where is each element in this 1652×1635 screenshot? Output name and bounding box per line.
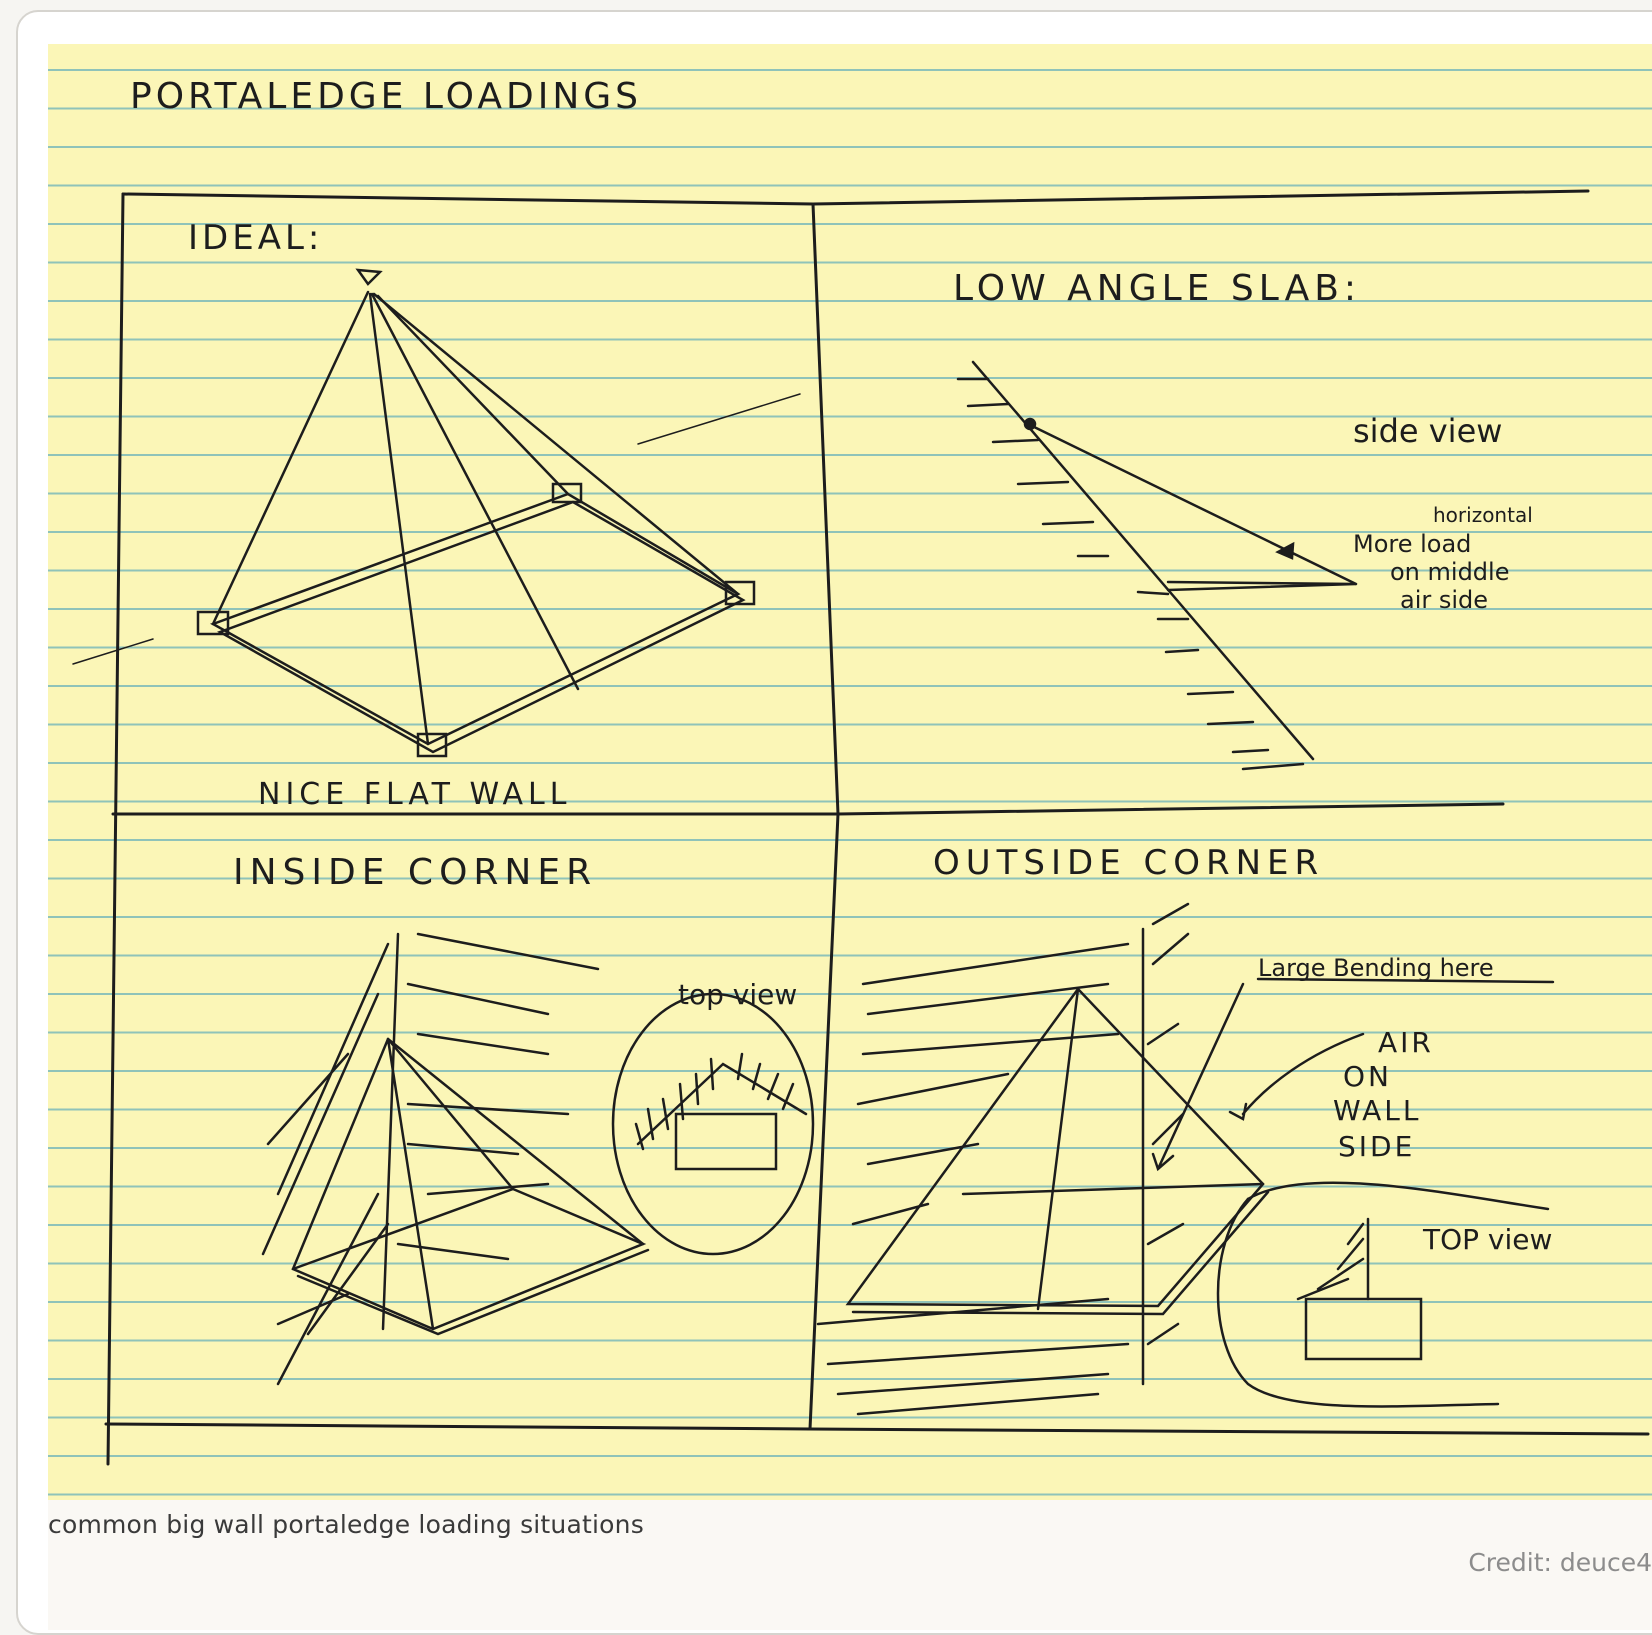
image-caption: common big wall portaledge loading situa… bbox=[48, 1510, 644, 1539]
outside-air-note-1: AIR bbox=[1378, 1026, 1434, 1059]
slab-load-note-3: air side bbox=[1400, 586, 1488, 614]
image-credit: Credit: deuce4 bbox=[1468, 1548, 1652, 1577]
slab-load-note-2: on middle bbox=[1390, 558, 1509, 586]
sketch-title: PORTALEDGE LOADINGS bbox=[130, 76, 642, 117]
slab-label: LOW ANGLE SLAB: bbox=[953, 268, 1361, 309]
inside-top-view-note: top view bbox=[678, 978, 797, 1011]
slab-load-note-1: More load bbox=[1353, 530, 1471, 558]
ideal-caption: NICE FLAT WALL bbox=[258, 777, 571, 812]
outside-corner-label: OUTSIDE CORNER bbox=[933, 843, 1324, 883]
outside-air-note-2: ON bbox=[1343, 1060, 1392, 1093]
outside-air-note-4: SIDE bbox=[1338, 1130, 1415, 1163]
sketch-image: PORTALEDGE LOADINGS IDEAL: NICE FLAT WAL… bbox=[48, 44, 1652, 1544]
outside-top-view-note: TOP view bbox=[1422, 1223, 1552, 1256]
caption-bar: common big wall portaledge loading situa… bbox=[48, 1500, 1652, 1630]
outside-air-note-3: WALL bbox=[1333, 1094, 1422, 1127]
slab-side-view-note: side view bbox=[1353, 412, 1502, 450]
inside-corner-label: INSIDE CORNER bbox=[233, 852, 597, 893]
slab-horizontal-insert: horizontal bbox=[1433, 503, 1533, 527]
sketch-figure: PORTALEDGE LOADINGS IDEAL: NICE FLAT WAL… bbox=[48, 44, 1652, 1544]
outside-bending-note: Large Bending here bbox=[1258, 954, 1494, 982]
ideal-label: IDEAL: bbox=[188, 218, 323, 258]
